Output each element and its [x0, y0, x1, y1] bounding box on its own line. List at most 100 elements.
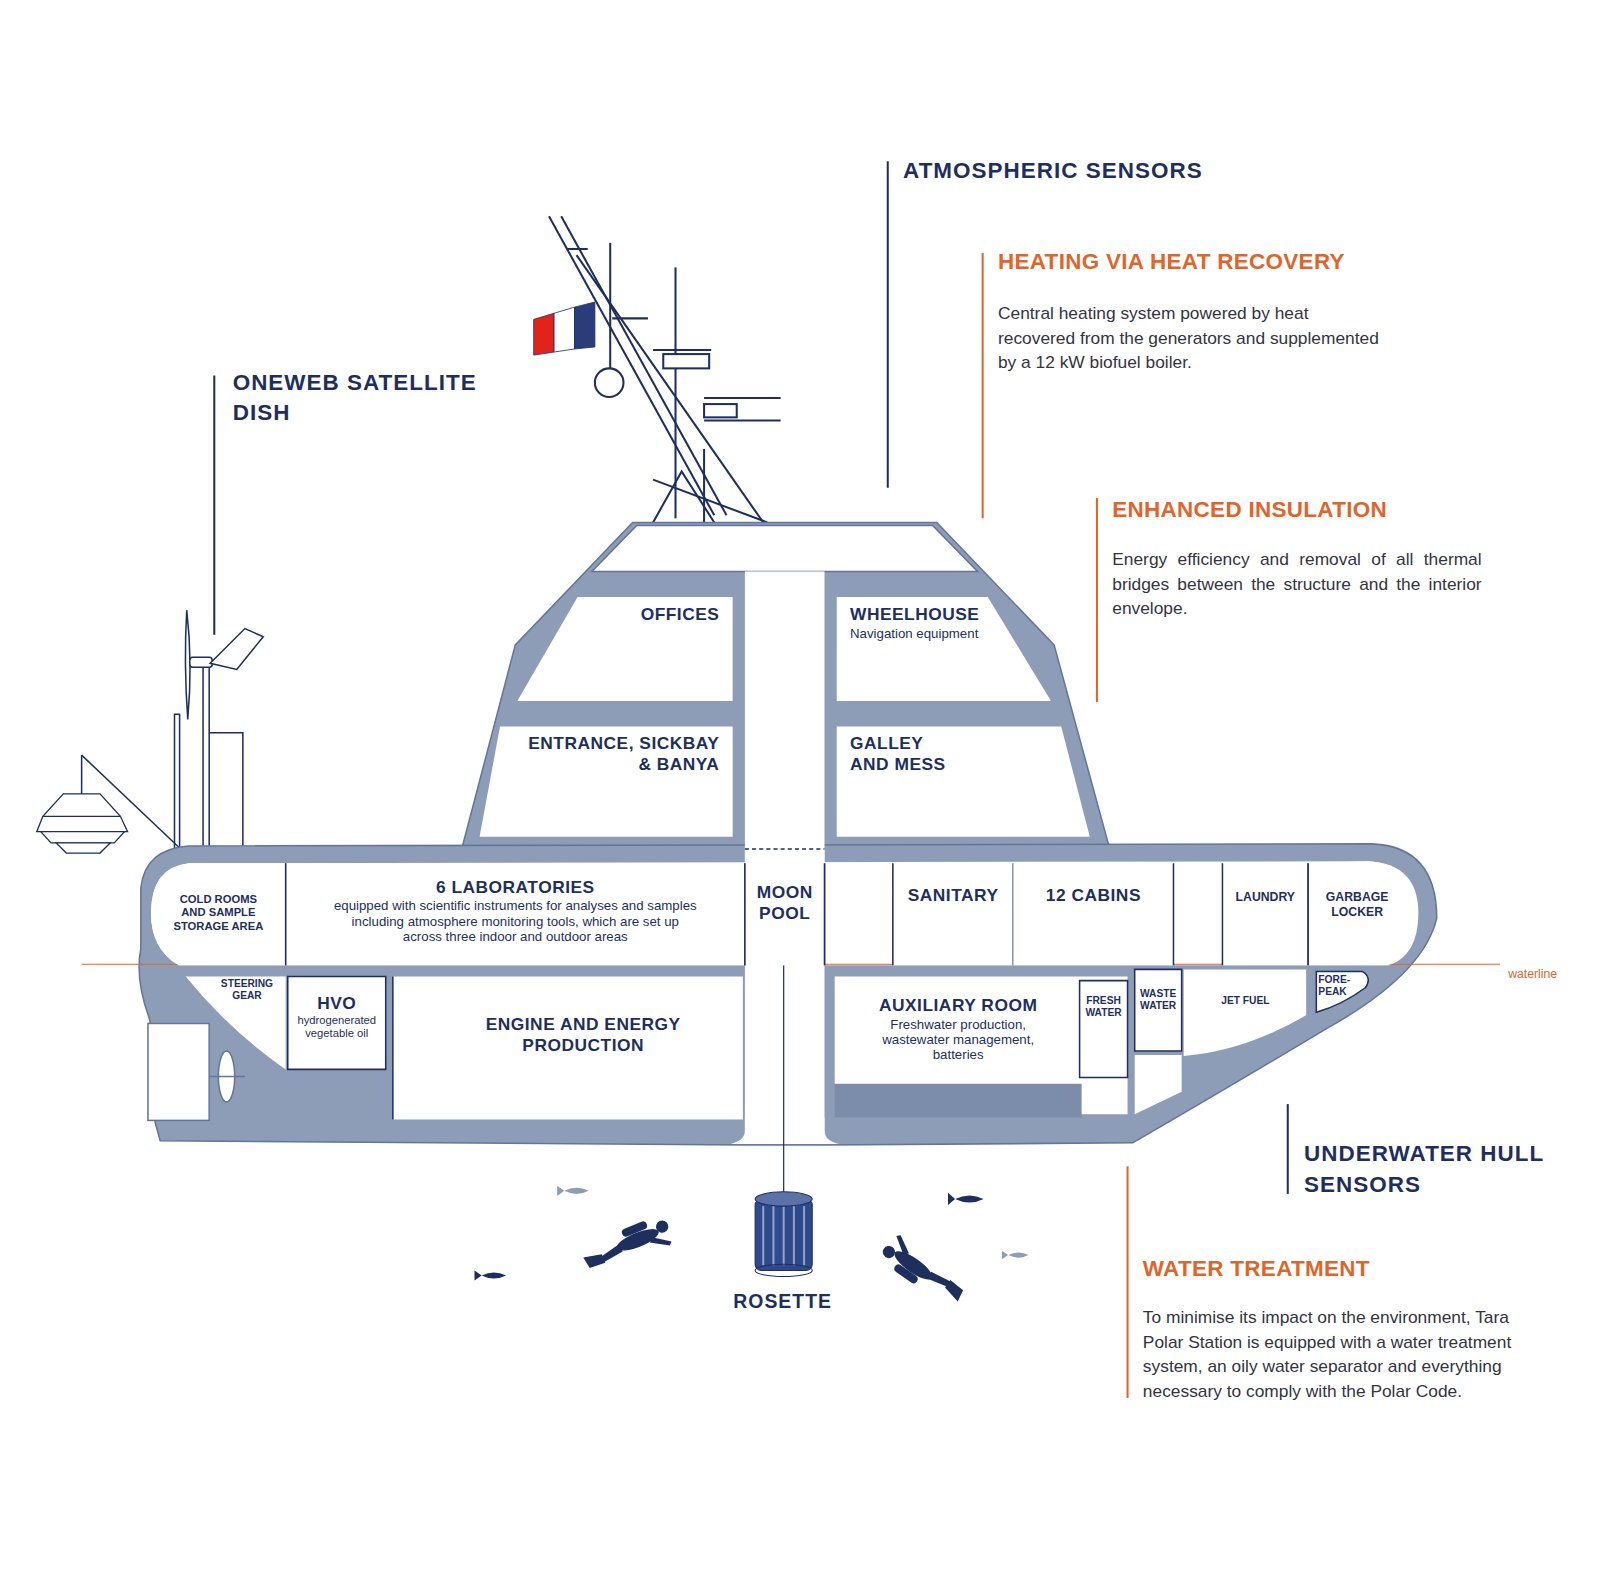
- rosette-sampler: [755, 1264, 812, 1276]
- compartment-wall: [1222, 863, 1308, 965]
- french-flag: [574, 302, 594, 349]
- feature-text: To minimise its impact on the environmen…: [1143, 1306, 1539, 1404]
- compartment: WHEELHOUSENavigation equipment: [835, 595, 1054, 703]
- mast: [653, 349, 711, 351]
- feature-heading: HEATING VIA HEAT RECOVERY: [998, 248, 1345, 277]
- compartment-fill: [1308, 861, 1416, 965]
- compartment-wall: [1316, 971, 1368, 1012]
- callout-heading: ONEWEB SATELLITE DISH: [233, 367, 509, 428]
- room-description: Navigation equipment: [850, 626, 1013, 641]
- wind-turbine: [81, 755, 83, 794]
- hull-interior: [731, 1117, 839, 1144]
- rosette-label: ROSETTE: [732, 1291, 834, 1313]
- fish: [1002, 1251, 1029, 1259]
- compartment-fill: [286, 863, 745, 965]
- compartment-wall: [1080, 981, 1128, 1078]
- fish: [474, 1186, 1028, 1281]
- compartment-outline: [1079, 980, 1129, 1079]
- compartment-wall: [893, 863, 1013, 965]
- room-name: AUXILIARY ROOM: [843, 995, 1074, 1016]
- compartment: LAUNDRY: [1222, 862, 1308, 965]
- room-description: equipped with scientific instruments for…: [332, 898, 699, 944]
- compartment: WASTE WATER: [1134, 967, 1183, 1051]
- compartment-fill: [893, 863, 1013, 965]
- compartment-fill: [1080, 981, 1128, 1078]
- room-name: JET FUEL: [1187, 995, 1304, 1007]
- leader-line: [213, 376, 215, 635]
- fish: [557, 1186, 589, 1196]
- compartment: GALLEY AND MESS: [835, 724, 1092, 838]
- fish: [474, 1270, 506, 1280]
- diver: [579, 1213, 675, 1277]
- rosette-sampler: [783, 965, 784, 1194]
- room-name: 12 CABINS: [1017, 885, 1169, 906]
- mast: [612, 317, 648, 319]
- room-name: STEERING GEAR: [214, 978, 279, 1002]
- french-flag: [554, 307, 574, 352]
- compartment-text: JET FUEL: [1183, 967, 1309, 1007]
- compartment-text: FORE-PEAK: [1312, 969, 1371, 998]
- satellite-dome: [37, 794, 128, 832]
- satellite-dome: [56, 843, 110, 853]
- satellite-dome: [43, 816, 121, 817]
- rosette-sampler: [783, 1206, 785, 1265]
- leader-line: [887, 161, 889, 488]
- room-name: FRESH WATER: [1080, 995, 1128, 1019]
- compartment: ENTRANCE, SICKBAY & BANYA: [478, 724, 735, 838]
- rudder-propeller: [209, 1076, 245, 1078]
- compartment-fill: [1222, 863, 1308, 965]
- hull-interior: [1135, 1055, 1182, 1114]
- rudder-propeller: [148, 1023, 209, 1120]
- diver: [943, 1280, 966, 1301]
- mast: [609, 243, 611, 370]
- compartment-fill: [1135, 969, 1182, 1051]
- compartment-text: GARBAGE LOCKER: [1308, 862, 1416, 920]
- leader-line: [1287, 1104, 1289, 1194]
- room-name: FORE-PEAK: [1318, 973, 1355, 997]
- wind-turbine: [203, 663, 209, 849]
- compartment-text: LAUNDRY: [1222, 862, 1308, 905]
- compartment: OFFICES: [515, 595, 734, 703]
- room-name: GALLEY AND MESS: [850, 733, 952, 776]
- mast: [704, 404, 737, 417]
- compartment-text: OFFICES: [515, 595, 734, 626]
- leader-line: [1096, 498, 1098, 702]
- room-name: 6 LABORATORIES: [332, 877, 699, 898]
- french-flag: [534, 313, 554, 355]
- compartment-fill: [480, 727, 733, 837]
- diver: [648, 1231, 672, 1252]
- room-name: MOON POOL: [747, 882, 823, 925]
- mast: [577, 255, 764, 522]
- feature-heading: WATER TREATMENT: [1143, 1254, 1370, 1283]
- callout-heading: ATMOSPHERIC SENSORS: [903, 155, 1203, 186]
- compartment-fill: [517, 597, 732, 701]
- room-name: OFFICES: [577, 604, 720, 625]
- satellite-dome: [41, 832, 125, 843]
- compartment-outline: [1183, 967, 1309, 1059]
- compartment: FORE-PEAK: [1312, 969, 1371, 1014]
- room-name: LAUNDRY: [1224, 890, 1306, 905]
- compartment-fill: [186, 977, 286, 1070]
- rosette-sampler: [755, 1199, 812, 1270]
- wind-turbine: [174, 714, 179, 849]
- diver: [583, 1251, 605, 1270]
- compartment-wall: [286, 863, 745, 965]
- room-name: ENTRANCE, SICKBAY & BANYA: [520, 733, 719, 776]
- compartment: JET FUEL: [1183, 967, 1309, 1059]
- french-flag: [534, 302, 595, 355]
- superstructure: [592, 526, 978, 572]
- room-name: WHEELHOUSE: [850, 604, 1013, 625]
- rosette-sampler: [763, 1206, 804, 1265]
- compartment-fill: [837, 597, 1051, 701]
- room-name: SANITARY: [897, 885, 1009, 906]
- satellite-dome: [37, 794, 128, 853]
- compartment-text: MOON POOL: [745, 849, 825, 925]
- compartment-wall: [1173, 863, 1175, 965]
- compartment-text: STEERING GEAR: [184, 974, 288, 1002]
- compartment: STEERING GEAR: [184, 974, 288, 1071]
- diver: [654, 1219, 670, 1235]
- compartment-text: ENGINE AND ENERGY PRODUCTION: [393, 974, 743, 1056]
- room-description: hydrogenerated vegetable oil: [290, 1014, 384, 1038]
- diver: [621, 1220, 649, 1238]
